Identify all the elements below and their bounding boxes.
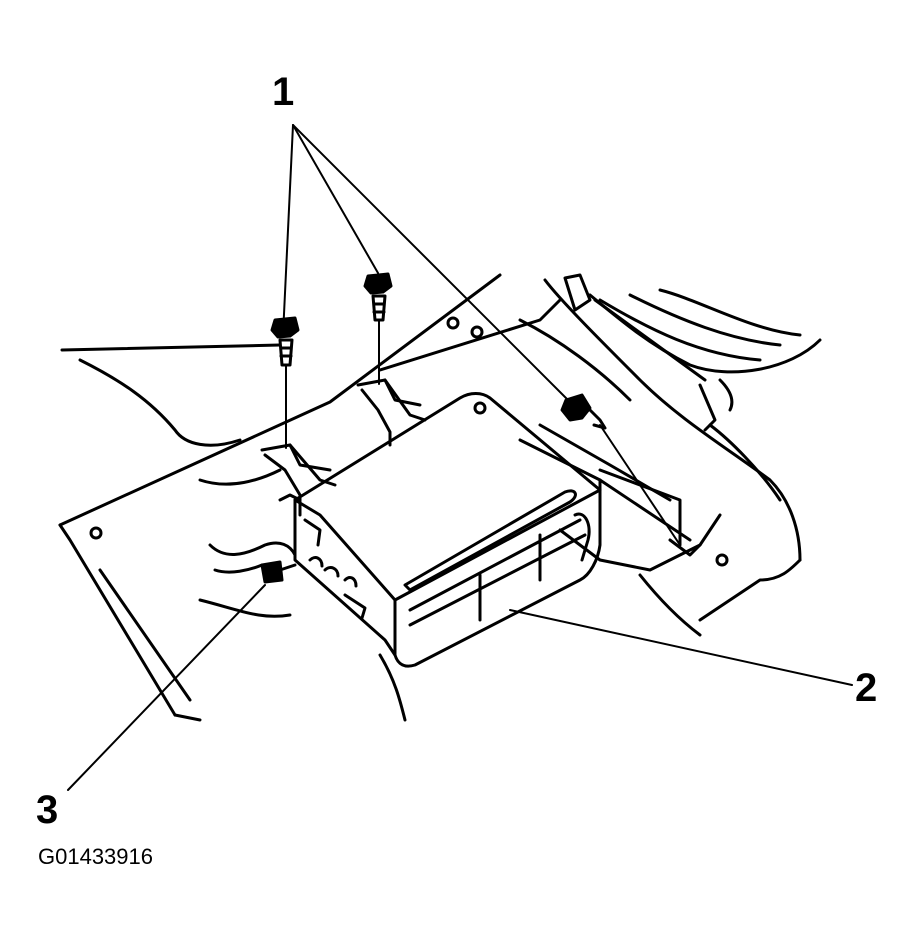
leader-lines	[68, 125, 852, 790]
figure-id: G01433916	[38, 844, 153, 869]
bracket-right	[358, 380, 425, 445]
radio-module	[295, 394, 600, 667]
bolt-rear	[562, 395, 680, 545]
bracket-left	[262, 445, 335, 515]
callout-2: 2	[855, 666, 878, 710]
callout-1: 1	[272, 70, 295, 114]
bolt-right	[365, 274, 391, 384]
callout-3: 3	[36, 788, 59, 832]
wiring-connector	[210, 543, 295, 582]
console-structure	[520, 275, 820, 635]
bolt-left	[272, 318, 298, 448]
floor-panel	[60, 275, 727, 720]
